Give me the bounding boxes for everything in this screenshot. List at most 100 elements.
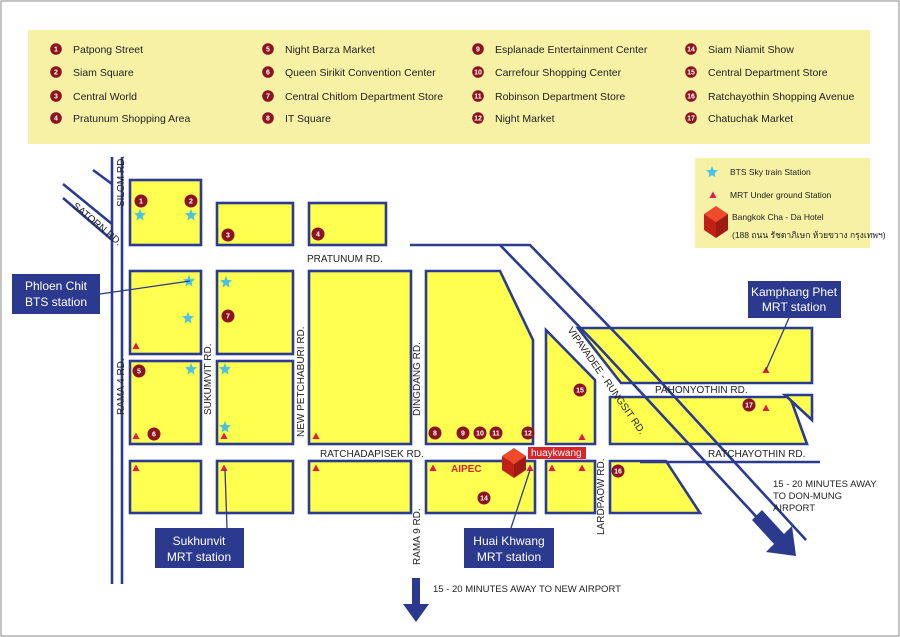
svg-text:9: 9	[461, 431, 465, 438]
svg-text:10: 10	[476, 431, 484, 438]
key-hotel-label: Bangkok Cha - Da Hotel	[732, 212, 824, 222]
road-network	[62, 157, 124, 584]
callout-kamphang-phet-line1: Kamphang Phet	[751, 285, 838, 299]
poi-marker[interactable]: 6	[147, 427, 161, 441]
callout-huai-khwang-line2: MRT station	[477, 550, 541, 564]
block-petchaburi	[307, 269, 413, 446]
block-pahonyothin-north	[575, 326, 814, 385]
poi-marker[interactable]: 12	[521, 426, 535, 440]
key-hotel-address: (188 ถนน รัชดาภิเษก ห้วยขวาง กรุงเทพฯ)	[732, 230, 886, 241]
road-satorn-lower	[62, 197, 113, 241]
callout-huai-khwang-line1: Huai Khwang	[473, 534, 544, 548]
poi-marker[interactable]: 15	[573, 383, 587, 397]
poi-marker[interactable]: 1	[134, 194, 148, 208]
map-key-panel	[695, 158, 870, 248]
huaykwang-label-bg	[528, 447, 586, 459]
poi-marker[interactable]: 3	[221, 228, 235, 242]
poi-marker[interactable]: 4	[311, 227, 325, 241]
legend-item: 7 Central Chitlom Department Store	[262, 90, 443, 103]
legend-number: 15	[687, 70, 695, 77]
legend-label: Central Chitlom Department Store	[285, 91, 443, 103]
legend-label: Chatuchak Market	[708, 113, 793, 125]
poi-marker[interactable]: 8	[428, 426, 442, 440]
legend-number-badge	[50, 112, 62, 124]
road-label-lardpraow: LARDPAOW RD.	[596, 459, 607, 536]
note-don-mung-line3: AIRPORT	[773, 503, 815, 514]
svg-text:7: 7	[226, 314, 230, 321]
callout-phloen-chit[interactable]	[12, 274, 100, 314]
callout-sukhumvit[interactable]	[155, 528, 244, 568]
hotel-marker[interactable]	[502, 448, 526, 478]
poi-marker[interactable]: 7	[221, 309, 235, 323]
callout-sukhumvit-line1: Sukhunvit	[173, 534, 226, 548]
road-silom-spur	[92, 168, 113, 186]
poi-marker[interactable]: 16	[611, 464, 625, 478]
vipavadee-west-edge	[410, 243, 791, 554]
legend-number-badge	[472, 112, 484, 124]
legend-label: Night Market	[495, 113, 555, 125]
legend-number: 5	[266, 47, 270, 54]
road-label-silom: SILOM RD.	[116, 156, 127, 207]
callout-sukhumvit-line2: MRT station	[167, 550, 231, 564]
poi-marker[interactable]: 17	[742, 398, 756, 412]
legend-label: Pratunum Shopping Area	[73, 113, 190, 125]
block-d2	[215, 459, 295, 515]
legend-label: Robinson Department Store	[495, 91, 625, 103]
legend-number: 10	[474, 70, 482, 77]
callout-phloen-chit-line2: BTS station	[25, 295, 87, 309]
road-satorn-upper	[62, 182, 113, 226]
road-label-rama9: RAMA 9 RD.	[412, 508, 423, 565]
city-blocks	[128, 178, 814, 515]
poi-markers: 1 2 3 4 5 6 7 8 9 10 11 12 14 15 16 17	[132, 194, 756, 505]
legend-number: 17	[687, 116, 695, 123]
legend-number: 1	[54, 47, 58, 54]
callout-leader-sukhumvit	[224, 469, 228, 529]
svg-text:8: 8	[433, 431, 437, 438]
legend-panel	[28, 30, 870, 144]
legend-number: 7	[266, 94, 270, 101]
callout-leader-huai-khwang	[510, 469, 531, 529]
svg-text:5: 5	[137, 369, 141, 376]
legend-item: 1 Patpong Street	[50, 43, 143, 56]
poi-marker[interactable]: 10	[473, 426, 487, 440]
legend-number: 9	[476, 47, 480, 54]
poi-marker[interactable]: 14	[477, 491, 491, 505]
legend-label: Patpong Street	[73, 44, 143, 56]
block-corner	[781, 393, 814, 423]
legend-number: 8	[266, 116, 270, 123]
road-label-petchaburi: NEW PETCHABURI RD.	[296, 326, 307, 437]
callout-kamphang-phet[interactable]	[748, 281, 841, 318]
block-dingdang	[424, 269, 535, 446]
road-label-rama4: RAMA 4 RD.	[116, 358, 127, 415]
legend-number-badge	[50, 90, 62, 102]
note-new-airport: 15 - 20 MINUTES AWAY TO NEW AIRPORT	[433, 584, 621, 595]
legend-number-badge	[50, 66, 62, 78]
legend-label: Night Barza Market	[285, 44, 375, 56]
road-label-dingdang: DINGDANG RD.	[412, 342, 423, 416]
vipavadee-east-edge	[500, 243, 807, 541]
block-d3	[307, 459, 413, 515]
callout-phloen-chit-line1: Phloen Chit	[25, 279, 88, 293]
note-don-mung-line2: TO DON-MUNG	[773, 491, 842, 502]
callout-huai-khwang[interactable]	[464, 528, 554, 568]
svg-text:2: 2	[189, 199, 193, 206]
poi-marker[interactable]: 2	[184, 194, 198, 208]
poi-marker[interactable]: 11	[489, 426, 503, 440]
building-label-huaykwang: huaykwang	[531, 448, 582, 459]
block-pahonyothin-south	[608, 395, 809, 446]
poi-marker[interactable]: 5	[132, 364, 146, 378]
vipavadee-road	[410, 243, 820, 554]
building-label-aipec: AIPEC	[451, 464, 482, 475]
road-label-sukhumvit: SUKUMVIT RD.	[203, 344, 214, 416]
poi-marker[interactable]: 9	[456, 426, 470, 440]
svg-text:4: 4	[316, 232, 320, 239]
